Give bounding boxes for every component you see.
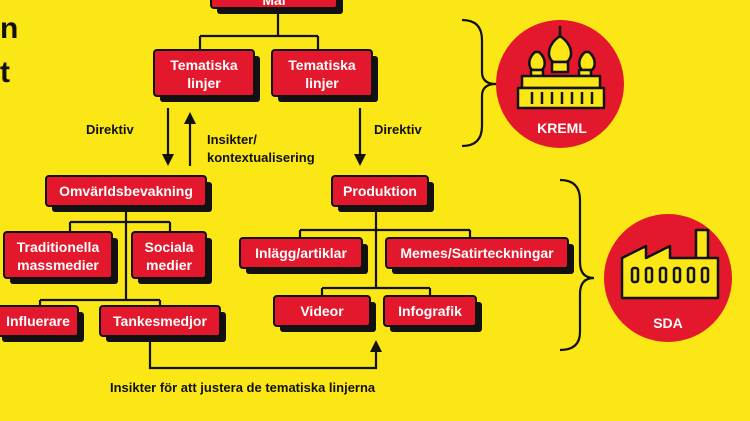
node-produktion: Produktion: [331, 175, 434, 212]
node-inlagg-artiklar: Inlägg/artiklar: [239, 237, 368, 274]
node-infografik: Infografik: [383, 295, 482, 332]
node-sociala-line1: Sociala: [144, 239, 193, 255]
insikter-label-line2: kontextualisering: [207, 150, 315, 165]
node-traditionella-line2: massmedier: [17, 257, 99, 273]
sda-label: SDA: [653, 315, 683, 331]
kreml-label: KREML: [537, 120, 587, 136]
arrowheads: [162, 112, 382, 352]
node-memes-label: Memes/Satirteckningar: [400, 245, 554, 261]
title-fragment-1: n: [0, 12, 18, 45]
factory-icon: [620, 228, 720, 300]
node-traditionella-massmedier: Traditionella massmedier: [3, 231, 118, 284]
node-inlagg-label: Inlägg/artiklar: [255, 245, 347, 261]
node-influerare-label: Influerare: [6, 313, 70, 329]
node-tankesmedjor-label: Tankesmedjor: [113, 313, 207, 329]
sda-badge: SDA: [604, 214, 732, 342]
node-tematiska-linjer-1: Tematiska linjer: [153, 49, 260, 102]
title-fragment-2: t: [0, 56, 10, 89]
node-tematiska-1-line2: linjer: [187, 75, 221, 91]
node-mal-label: Mål: [262, 0, 285, 8]
node-tankesmedjor: Tankesmedjor: [99, 305, 226, 342]
node-tematiska-2-line1: Tematiska: [288, 57, 356, 73]
node-influerare: Influerare: [0, 305, 84, 342]
connector-lines: [38, 12, 595, 370]
node-videor: Videor: [273, 295, 376, 332]
node-infografik-label: Infografik: [398, 303, 462, 319]
node-mal: Mål: [210, 0, 343, 14]
insikter-label-line1: Insikter/: [207, 132, 257, 147]
bottom-feedback-label: Insikter för att justera de tematiska li…: [110, 380, 376, 395]
node-produktion-label: Produktion: [343, 183, 417, 199]
node-videor-label: Videor: [300, 303, 344, 319]
kreml-badge: KREML: [496, 20, 624, 148]
node-sociala-line2: medier: [146, 257, 192, 273]
direktiv-label-right: Direktiv: [374, 122, 422, 137]
node-traditionella-line1: Traditionella: [17, 239, 100, 255]
kremlin-icon: [516, 26, 606, 110]
node-omvarldsbevakning-label: Omvärldsbevakning: [59, 183, 193, 199]
node-tematiska-linjer-2: Tematiska linjer: [271, 49, 378, 102]
node-memes-satirteckningar: Memes/Satirteckningar: [385, 237, 574, 274]
node-tematiska-2-line2: linjer: [305, 75, 339, 91]
node-omvarldsbevakning: Omvärldsbevakning: [45, 175, 212, 212]
direktiv-label-left: Direktiv: [86, 122, 134, 137]
node-tematiska-1-line1: Tematiska: [170, 57, 238, 73]
node-sociala-medier: Sociala medier: [131, 231, 212, 284]
